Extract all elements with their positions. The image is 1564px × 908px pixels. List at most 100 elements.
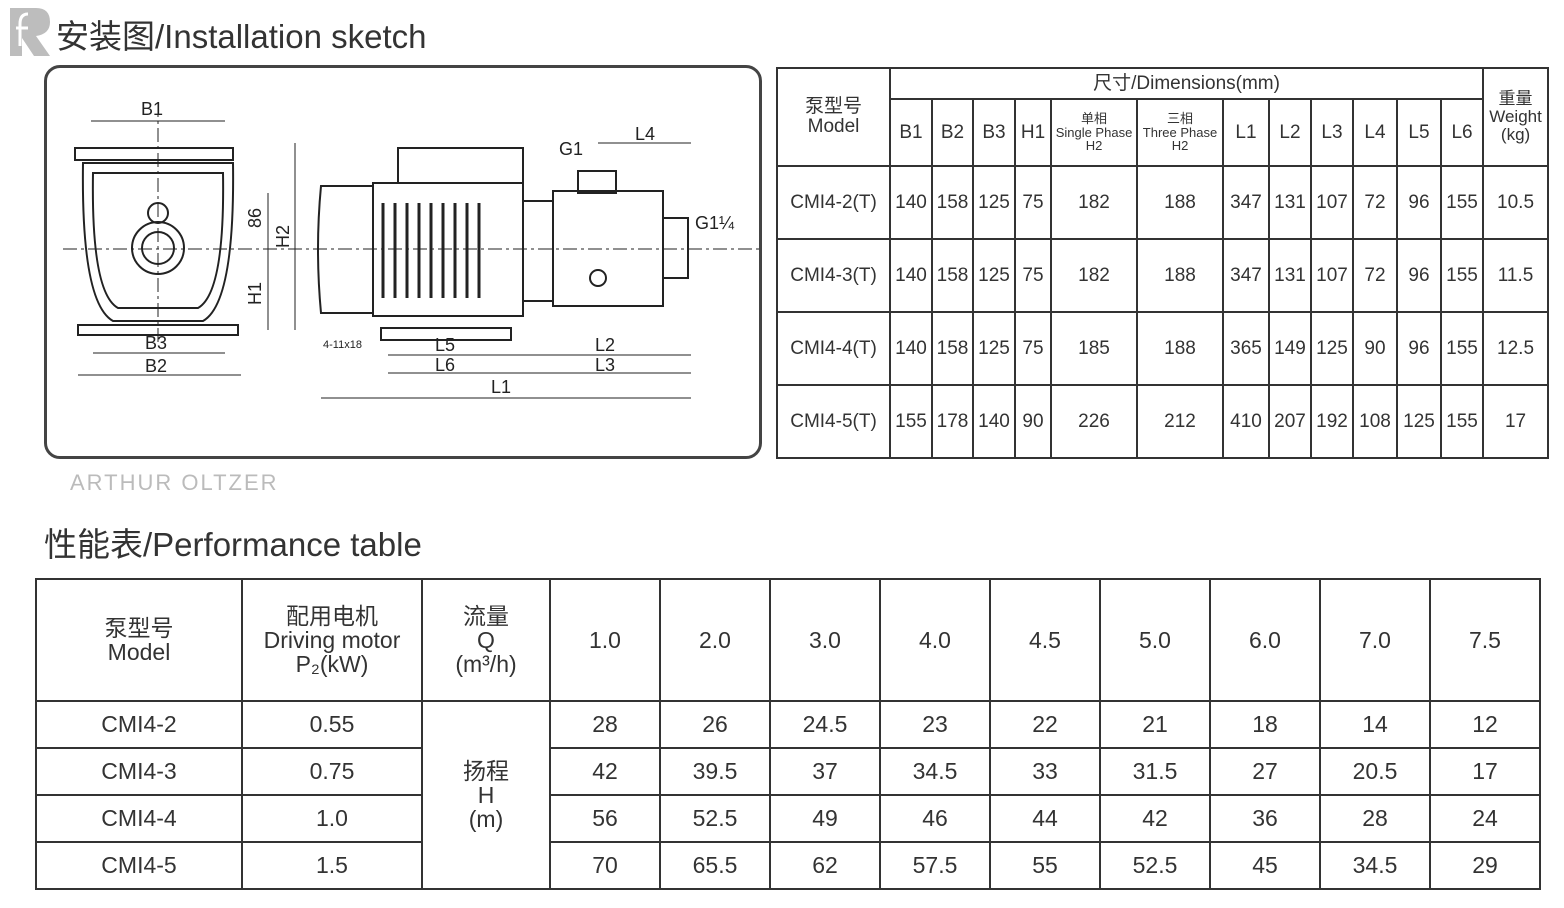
head-label: 扬程 H (m) [421, 700, 551, 890]
value-cell: 12.5 [1482, 311, 1550, 386]
value-cell: 11.5 [1482, 238, 1550, 313]
column-header: L3 [1310, 98, 1354, 167]
value-cell: 125 [1396, 384, 1442, 459]
value-cell: 182 [1050, 165, 1138, 240]
brand-logo [10, 8, 50, 56]
model-cell: CMI4-5 [35, 841, 243, 890]
dimensions-header: 尺寸/Dimensions(mm) [888, 67, 1485, 100]
value-cell: 125 [972, 238, 1016, 313]
head-value: 18 [1209, 700, 1321, 749]
head-value: 57.5 [879, 841, 991, 890]
value-cell: 72 [1352, 165, 1398, 240]
value-cell: 90 [1352, 311, 1398, 386]
model-cell: CMI4-2(T) [776, 165, 891, 240]
column-header: B3 [972, 98, 1016, 167]
value-cell: 155 [1439, 311, 1485, 386]
column-header: L1 [1222, 98, 1270, 167]
head-value: 52.5 [659, 794, 771, 843]
label-g1-1-4: G1¼ [695, 213, 735, 233]
value-cell: 155 [1439, 238, 1485, 313]
value-cell: 155 [1439, 384, 1485, 459]
label-l3: L3 [595, 355, 615, 375]
head-value: 27 [1209, 747, 1321, 796]
head-value: 33 [989, 747, 1101, 796]
label-l4: L4 [635, 124, 655, 144]
column-header: L5 [1396, 98, 1442, 167]
installation-sketch: B1 86 H2 H1 B3 B2 4-11x18 L5 L6 L2 L3 L1… [44, 65, 763, 459]
pump-drawing: B1 86 H2 H1 B3 B2 4-11x18 L5 L6 L2 L3 L1… [63, 99, 763, 399]
head-value: 24.5 [769, 700, 881, 749]
value-cell: 125 [1310, 311, 1354, 386]
value-cell: 140 [889, 165, 933, 240]
value-cell: 131 [1268, 238, 1312, 313]
head-value: 14 [1319, 700, 1431, 749]
performance-table: 泵型号 Model 配用电机 Driving motor P₂(kW) 流量 Q… [35, 578, 1541, 890]
flow-header: 流量 Q (m³/h) [421, 578, 551, 702]
value-cell: 107 [1310, 165, 1354, 240]
value-cell: 365 [1222, 311, 1270, 386]
head-value: 42 [549, 747, 661, 796]
value-cell: 182 [1050, 238, 1138, 313]
value-cell: 72 [1352, 238, 1398, 313]
value-cell: 158 [931, 165, 974, 240]
value-cell: 188 [1136, 311, 1224, 386]
head-value: 34.5 [1319, 841, 1431, 890]
value-cell: 155 [1439, 165, 1485, 240]
head-value: 55 [989, 841, 1101, 890]
value-cell: 158 [931, 311, 974, 386]
watermark: ARTHUR OLTZER [70, 470, 279, 495]
dimensions-table: 泵型号 Model 尺寸/Dimensions(mm) 重量 Weight (k… [776, 67, 1550, 459]
head-value: 12 [1429, 700, 1541, 749]
value-cell: 17 [1482, 384, 1550, 459]
value-cell: 158 [931, 238, 974, 313]
value-cell: 125 [972, 311, 1016, 386]
perf-model-header: 泵型号 Model [35, 578, 243, 702]
column-header: L4 [1352, 98, 1398, 167]
value-cell: 140 [972, 384, 1016, 459]
value-cell: 212 [1136, 384, 1224, 459]
power-cell: 1.5 [241, 841, 423, 890]
value-cell: 10.5 [1482, 165, 1550, 240]
value-cell: 107 [1310, 238, 1354, 313]
head-value: 31.5 [1099, 747, 1211, 796]
head-value: 28 [1319, 794, 1431, 843]
value-cell: 108 [1352, 384, 1398, 459]
label-b1: B1 [141, 99, 163, 119]
label-b2: B2 [145, 356, 167, 376]
column-header: H1 [1014, 98, 1052, 167]
column-header: B2 [931, 98, 974, 167]
head-value: 34.5 [879, 747, 991, 796]
value-cell: 96 [1396, 311, 1442, 386]
flow-value: 4.5 [989, 578, 1101, 702]
flow-value: 5.0 [1099, 578, 1211, 702]
label-l1: L1 [491, 377, 511, 397]
label-b3: B3 [145, 333, 167, 353]
value-cell: 125 [972, 165, 1016, 240]
value-cell: 185 [1050, 311, 1138, 386]
value-cell: 347 [1222, 165, 1270, 240]
head-value: 65.5 [659, 841, 771, 890]
flow-value: 7.0 [1319, 578, 1431, 702]
head-value: 29 [1429, 841, 1541, 890]
power-cell: 0.75 [241, 747, 423, 796]
label-l5: L5 [435, 335, 455, 355]
head-value: 44 [989, 794, 1101, 843]
label-h1: H1 [245, 282, 265, 305]
model-cell: CMI4-5(T) [776, 384, 891, 459]
value-cell: 178 [931, 384, 974, 459]
flow-value: 2.0 [659, 578, 771, 702]
flow-value: 1.0 [549, 578, 661, 702]
value-cell: 140 [889, 238, 933, 313]
value-cell: 188 [1136, 238, 1224, 313]
label-86: 86 [245, 208, 265, 228]
value-cell: 131 [1268, 165, 1312, 240]
installation-title: 安装图/Installation sketch [56, 18, 427, 55]
performance-title: 性能表/Performance table [44, 526, 422, 563]
